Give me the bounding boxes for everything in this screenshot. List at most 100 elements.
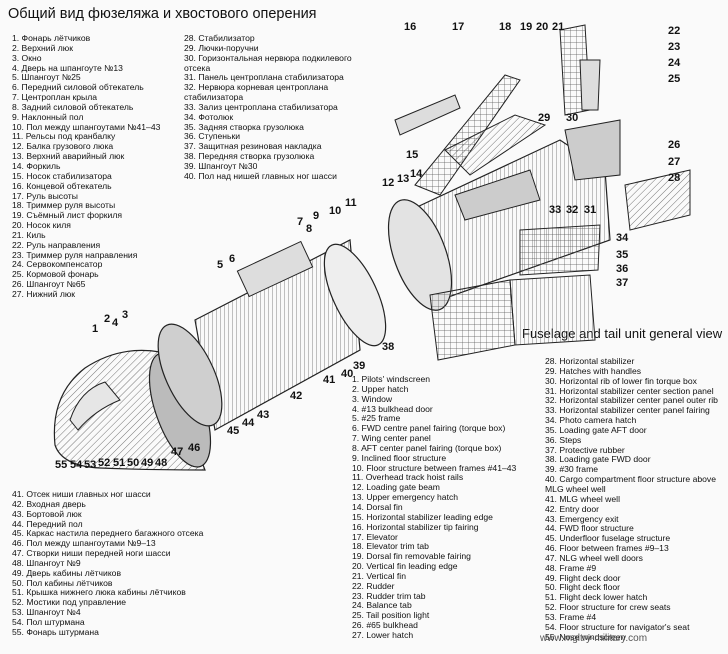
- legend-item: 18. Триммер руля высоты: [12, 200, 116, 211]
- legend-item: отсека: [184, 62, 211, 73]
- legend-item: 45. Underfloor fuselage structure: [545, 533, 671, 544]
- legend-item: 10. Пол между шпангоутами №41–43: [12, 121, 161, 132]
- legend-item: 5. #25 frame: [352, 413, 401, 424]
- legend-item: 1. Pilots' windscreen: [352, 374, 431, 384]
- legend-item: 15. Носок стабилизатора: [12, 170, 112, 181]
- legend-item: 44. Передний пол: [12, 518, 83, 529]
- callout-38: 38: [382, 341, 394, 353]
- legend-item: 28. Horizontal stabilizer: [545, 356, 635, 366]
- callout-51: 51: [113, 457, 125, 469]
- legend-item: 43. Emergency exit: [545, 513, 619, 524]
- legend-item: 39. Шпангоут №30: [184, 160, 258, 171]
- loading-gate: [429, 224, 601, 361]
- legend-item: 2. Upper hatch: [352, 383, 409, 394]
- legend-item: стабилизатора: [184, 92, 244, 103]
- legend-item: 23. Rudder trim tab: [352, 590, 426, 601]
- legend-item: 16. Horizontal stabilizer tip fairing: [352, 521, 479, 532]
- legend-item: 29. Лючки-поручни: [184, 42, 259, 53]
- callout-50: 50: [127, 457, 139, 469]
- legend-item: 22. Rudder: [352, 580, 395, 591]
- legend-item: 17. Руль высоты: [12, 190, 78, 201]
- tail-surfaces: [394, 24, 691, 231]
- legend-item: 49. Flight deck door: [545, 572, 621, 583]
- callout-28: 28: [668, 172, 680, 184]
- legend-item: 24. Balance tab: [352, 600, 412, 611]
- legend-item: 29. Hatches with handles: [545, 365, 642, 376]
- legend-item: 50. Пол кабины лётчиков: [12, 577, 113, 588]
- legend-item: 46. Пол между шпангоутами №9–13: [12, 538, 156, 549]
- legend-item: 49. Дверь кабины лётчиков: [12, 567, 122, 578]
- legend-item: 47. Створки ниши передней ноги шасси: [12, 548, 171, 559]
- callout-45: 45: [227, 425, 239, 437]
- legend-item: 53. Frame #4: [545, 611, 597, 622]
- legend-item: 33. Horizontal stabilizer center panel f…: [545, 405, 710, 416]
- legend-item: 17. Elevator: [352, 531, 398, 542]
- legend-item: 55. Nose windscreen: [545, 631, 626, 642]
- legend-item: MLG wheel well: [545, 483, 606, 494]
- watermark: www.mgltry-military.com: [540, 633, 648, 644]
- legend-item: 24. Сервокомпенсатор: [12, 259, 103, 270]
- legend-item: 32. Horizontal stabilizer center panel o…: [545, 395, 718, 406]
- legend-item: 30. Horizontal rib of lower fin torque b…: [545, 375, 697, 386]
- legend-item: 50. Flight deck floor: [545, 582, 620, 593]
- callout-1: 1: [92, 323, 98, 335]
- legend-item: 6. Передний силовой обтекатель: [12, 82, 144, 93]
- legend-item: 48. Frame #9: [545, 562, 597, 573]
- legend-item: 28. Стабилизатор: [184, 33, 255, 43]
- callout-40: 40: [341, 368, 353, 380]
- callout-17: 17: [452, 21, 464, 33]
- callout-14: 14: [410, 168, 423, 180]
- legend-item: 41. MLG wheel well: [545, 493, 620, 504]
- callout-31: 31: [584, 204, 596, 216]
- legend-item: 1. Фонарь лётчиков: [12, 33, 91, 43]
- legend-item: 8. Задний силовой обтекатель: [12, 101, 134, 112]
- legend-item: 54. Floor structure for navigator's seat: [545, 621, 690, 632]
- callout-54: 54: [70, 459, 83, 471]
- legend-item: 43. Бортовой люк: [12, 508, 82, 519]
- callout-8: 8: [306, 223, 312, 235]
- legend-item: 37. Защитная резиновая накладка: [184, 141, 322, 152]
- callout-2: 2: [104, 313, 110, 325]
- legend-item: 42. Входная дверь: [12, 498, 86, 509]
- legend-item: 13. Upper emergency hatch: [352, 492, 459, 503]
- callout-12: 12: [382, 177, 394, 189]
- legend-item: 51. Flight deck lower hatch: [545, 592, 648, 603]
- callout-20: 20: [536, 21, 548, 33]
- legend-item: 26. Шпангоут №65: [12, 279, 86, 290]
- legend-item: 42. Entry door: [545, 503, 599, 514]
- legend-item: 9. Наклонный пол: [12, 111, 84, 122]
- callout-13: 13: [397, 173, 409, 185]
- legend-item: 38. Передняя створка грузолюка: [184, 151, 315, 162]
- legend-item: 21. Киль: [12, 229, 46, 240]
- callout-49: 49: [141, 457, 153, 469]
- callout-18: 18: [499, 21, 511, 33]
- legend-item: 46. Floor between frames #9–13: [545, 543, 669, 554]
- legend-item: 36. Ступеньки: [184, 131, 241, 142]
- legend-item: 52. Floor structure for crew seats: [545, 602, 671, 613]
- callout-36: 36: [616, 263, 628, 275]
- callout-22: 22: [668, 25, 680, 37]
- legend-item: 27. Lower hatch: [352, 629, 414, 640]
- page-title: Общий вид фюзеляжа и хвостового оперения: [8, 6, 317, 22]
- legend-item: 4. Дверь на шпангоуте №13: [12, 62, 123, 73]
- legend-item: 55. Фонарь штурмана: [12, 626, 99, 637]
- legend-item: 7. Wing center panel: [352, 433, 431, 444]
- legend-item: 14. Форкиль: [12, 160, 61, 171]
- legend-item: 21. Vertical fin: [352, 570, 406, 581]
- callout-32: 32: [566, 204, 578, 216]
- callout-39: 39: [353, 360, 365, 372]
- legend-item: 33. Зализ центроплана стабилизатора: [184, 101, 338, 112]
- callout-15: 15: [406, 149, 418, 161]
- callout-27: 27: [668, 156, 680, 168]
- legend-item: 12. Балка грузового люка: [12, 141, 114, 152]
- legend-item: 37. Protective rubber: [545, 444, 625, 455]
- legend-item: 19. Съёмный лист форкиля: [12, 210, 123, 221]
- legend-item: 25. Кормовой фонарь: [12, 269, 99, 280]
- callout-25: 25: [668, 73, 680, 85]
- forward-fuselage-section: [157, 239, 387, 431]
- legend-item: 31. Horizontal stabilizer center section…: [545, 385, 714, 396]
- callout-48: 48: [155, 457, 167, 469]
